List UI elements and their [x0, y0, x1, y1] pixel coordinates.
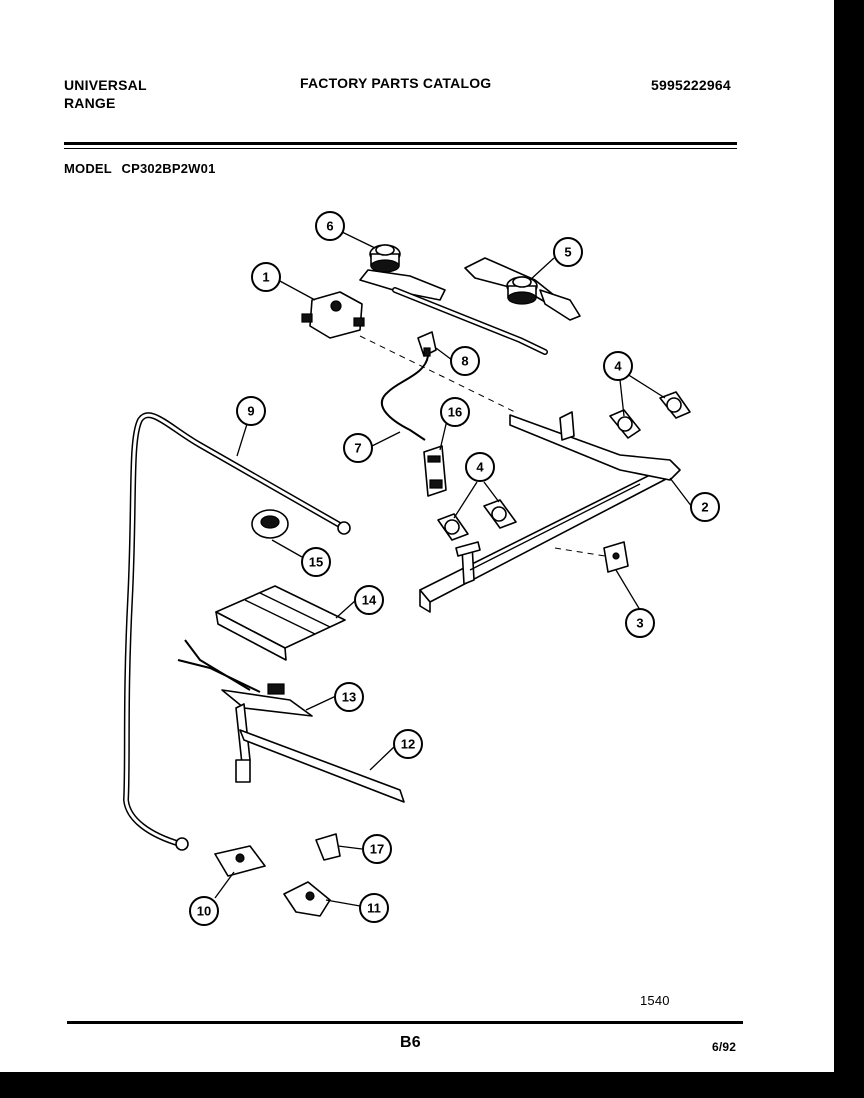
leader-lines	[214, 231, 693, 907]
callout-17-label: 17	[370, 842, 384, 857]
callout-4-lower: 4	[465, 452, 495, 482]
publication-date: 6/92	[712, 1040, 737, 1054]
part-3-bracket	[603, 541, 629, 573]
part-4-valve-upper-b	[659, 391, 691, 419]
callout-4-lower-label: 4	[476, 460, 484, 475]
part-11-bracket	[283, 881, 331, 917]
exploded-parts-diagram: 1 2 3 4 4 5 6 7 8 9 10 11 12 13 14 15 16…	[123, 211, 720, 926]
callout-15: 15	[301, 547, 331, 577]
alignment-line	[554, 547, 606, 557]
figure-code: 1540	[640, 993, 670, 1008]
callout-1-label: 1	[262, 270, 269, 285]
callout-9-label: 9	[247, 404, 254, 419]
callout-6-label: 6	[326, 219, 333, 234]
part-9-tube	[123, 412, 351, 851]
footer-rule	[67, 1021, 743, 1024]
callout-12-label: 12	[401, 737, 415, 752]
part-4-valve-upper-a	[609, 409, 641, 439]
part-4-valve-lower-b	[483, 499, 517, 529]
callout-5-label: 5	[564, 245, 571, 260]
part-12-burner	[235, 703, 405, 803]
brand: UNIVERSAL RANGE	[64, 76, 147, 112]
callout-6: 6	[315, 211, 345, 241]
callout-10: 10	[189, 896, 219, 926]
callout-13: 13	[334, 682, 364, 712]
callout-7: 7	[343, 433, 373, 463]
part-13-electrode	[177, 639, 313, 717]
callout-10-label: 10	[197, 904, 211, 919]
header-rule-thin	[64, 148, 737, 149]
callout-16: 16	[440, 397, 470, 427]
callout-14-label: 14	[362, 593, 377, 608]
callout-3: 3	[625, 608, 655, 638]
part-17-clip	[315, 833, 341, 861]
brand-line-1: UNIVERSAL	[64, 77, 147, 93]
model-line: MODEL CP302BP2W01	[64, 160, 216, 178]
brand-line-2: RANGE	[64, 95, 116, 111]
part-14-shield	[215, 585, 346, 661]
page-number: B6	[400, 1034, 421, 1051]
part-16-spark-module	[423, 445, 447, 497]
part-10-clip	[214, 845, 266, 877]
catalog-number: 5995222964	[651, 77, 731, 93]
callout-4-upper: 4	[603, 351, 633, 381]
model-label: MODEL	[64, 161, 112, 176]
part-8-clip	[417, 331, 437, 357]
callout-14: 14	[354, 585, 384, 615]
part-5-burner-front	[464, 257, 581, 321]
callout-13-label: 13	[342, 690, 356, 705]
part-6-burner-rear	[359, 244, 548, 355]
callout-7-label: 7	[354, 441, 361, 456]
part-2-manifold	[419, 411, 681, 613]
part-1-regulator	[301, 291, 365, 339]
header-rule	[64, 142, 737, 145]
part-7-wire	[381, 355, 429, 441]
callout-11-label: 11	[367, 901, 381, 916]
parts-catalog-sheet: UNIVERSAL RANGE FACTORY PARTS CATALOG 59…	[0, 0, 834, 1072]
callout-17: 17	[362, 834, 392, 864]
part-4-valve-lower-a	[437, 513, 469, 541]
alignment-line	[359, 335, 516, 413]
callout-2: 2	[690, 492, 720, 522]
callout-4-upper-label: 4	[614, 359, 622, 374]
callout-5: 5	[553, 237, 583, 267]
callout-12: 12	[393, 729, 423, 759]
callout-15-label: 15	[309, 555, 323, 570]
catalog-title: FACTORY PARTS CATALOG	[300, 75, 492, 91]
callout-8: 8	[450, 346, 480, 376]
model-number: CP302BP2W01	[121, 161, 216, 176]
callout-16-label: 16	[448, 405, 462, 420]
part-15-nut	[251, 509, 289, 539]
callout-3-label: 3	[636, 616, 643, 631]
callout-8-label: 8	[461, 354, 468, 369]
callout-2-label: 2	[701, 500, 708, 515]
callout-1: 1	[251, 262, 281, 292]
callout-9: 9	[236, 396, 266, 426]
callout-11: 11	[359, 893, 389, 923]
